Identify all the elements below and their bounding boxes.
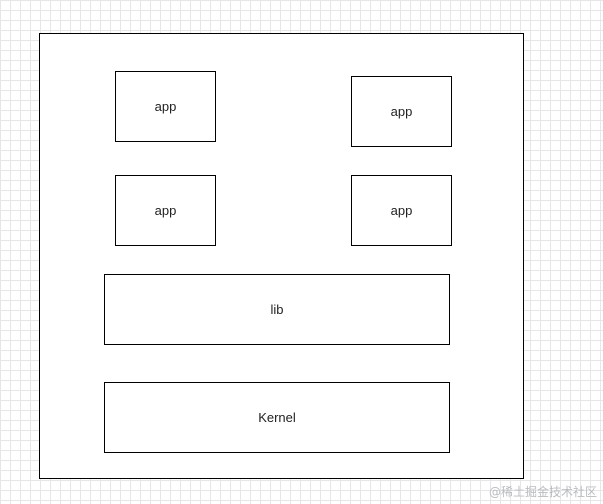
app-label: app (154, 99, 177, 114)
watermark: @稀土掘金技术社区 (488, 485, 597, 499)
lib-box: lib (104, 274, 450, 345)
lib-label: lib (270, 302, 284, 317)
app-box-top-right: app (351, 76, 452, 147)
app-box-middle-left: app (115, 175, 216, 246)
app-box-middle-right: app (351, 175, 452, 246)
app-label: app (154, 203, 177, 218)
app-label: app (390, 104, 413, 119)
kernel-label: Kernel (258, 410, 296, 425)
app-label: app (390, 203, 413, 218)
kernel-box: Kernel (104, 382, 450, 453)
app-box-top-left: app (115, 71, 216, 142)
